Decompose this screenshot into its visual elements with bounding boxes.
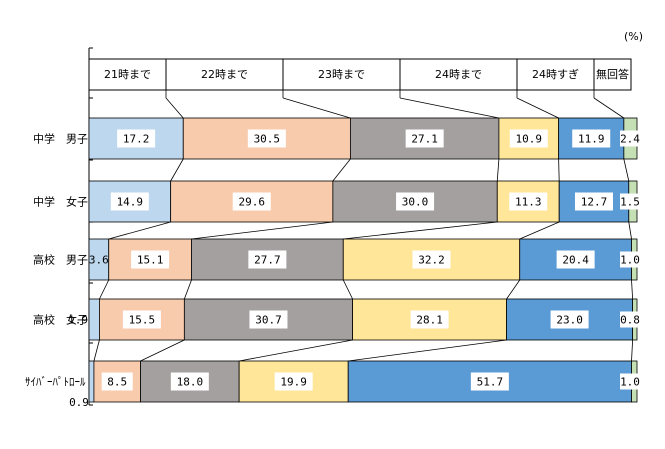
data-label-bg — [248, 250, 287, 269]
data-label-bg — [247, 129, 286, 148]
data-label-bg — [117, 129, 156, 148]
data-label-bg — [170, 372, 209, 391]
data-label-r4-c4: 28.1 — [416, 314, 443, 327]
data-label-bg — [574, 192, 613, 211]
connector-line — [623, 158, 630, 182]
data-label-bg — [412, 250, 451, 269]
bar-segment-r2-c5 — [558, 180, 630, 223]
connector-line — [140, 339, 185, 362]
data-label-bg — [620, 251, 640, 268]
connector-line — [191, 221, 333, 240]
data-label-r5-c5: 51.7 — [477, 376, 504, 389]
data-label-r5-c3: 18.0 — [177, 376, 204, 389]
connector-line — [593, 97, 625, 119]
data-label-bg — [620, 373, 640, 390]
data-label-bg — [101, 372, 133, 391]
data-label-r3-c2: 15.1 — [137, 254, 164, 267]
connector-line — [519, 221, 560, 240]
data-label-bg — [131, 250, 170, 269]
data-label-r2-c5: 12.7 — [581, 196, 608, 209]
connector-line — [108, 221, 171, 240]
connector-line — [506, 279, 521, 300]
data-label-r1-c5: 11.9 — [578, 133, 605, 146]
connector-line — [631, 279, 634, 300]
data-label-bg — [509, 192, 548, 211]
data-label-r1-c4: 10.9 — [516, 133, 543, 146]
data-label-bg — [470, 372, 509, 391]
data-label-bg — [572, 129, 611, 148]
data-label-bg — [274, 372, 313, 391]
connector-line — [348, 339, 507, 362]
data-label-r1-c2: 30.5 — [254, 133, 281, 146]
row-label-1: 中学 男子 — [33, 132, 88, 146]
row-label-4: 高校 女子 — [33, 313, 88, 327]
data-label-bg — [410, 310, 449, 329]
connector-line — [628, 221, 632, 240]
row-label-3: 高校 男子 — [33, 253, 88, 267]
data-label-r2-c6: 1.5 — [620, 196, 640, 209]
legend-box — [88, 58, 632, 91]
legend-label-4: 24時まで — [435, 68, 482, 81]
data-label-r4-c1: 1.9 — [68, 314, 88, 327]
data-label-r3-c5: 20.4 — [562, 254, 589, 267]
data-label-r4-c5: 23.0 — [556, 314, 583, 327]
data-label-r1-c1: 17.2 — [123, 133, 150, 146]
data-label-r2-c1: 14.9 — [117, 196, 144, 209]
data-label-r3-c4: 32.2 — [418, 254, 445, 267]
connector-line — [282, 97, 351, 119]
connector-line — [239, 339, 353, 362]
data-label-r3-c6: 1.0 — [620, 254, 640, 267]
data-label-bg — [249, 310, 288, 329]
data-label-r2-c3: 30.0 — [402, 196, 429, 209]
data-label-bg — [620, 130, 640, 147]
connector-line — [93, 339, 100, 362]
data-label-r1-c3: 27.1 — [411, 133, 438, 146]
legend-label-3: 23時まで — [318, 68, 365, 81]
data-label-r5-c4: 19.9 — [280, 376, 307, 389]
data-label-r2-c2: 29.6 — [239, 196, 266, 209]
connector-line — [170, 158, 184, 182]
connector-line — [99, 279, 110, 300]
data-label-bg — [509, 129, 548, 148]
connector-line — [558, 158, 560, 182]
connector-line — [165, 97, 184, 119]
connector-line — [516, 97, 559, 119]
legend-label-5: 24時すぎ — [532, 67, 579, 81]
legend-label-6: 無回答 — [596, 67, 629, 81]
data-label-bg — [110, 192, 149, 211]
data-label-r3-c1: 3.6 — [89, 254, 109, 267]
data-label-r2-c4: 11.3 — [515, 196, 542, 209]
connector-line — [342, 279, 353, 300]
data-label-bg — [396, 192, 435, 211]
connector-line — [496, 158, 500, 182]
data-label-r1-c6: 2.4 — [620, 133, 640, 146]
data-label-r4-c2: 15.5 — [129, 314, 156, 327]
data-label-bg — [550, 310, 589, 329]
data-label-bg — [620, 311, 640, 328]
connector-line — [332, 158, 351, 182]
connector-line — [399, 97, 499, 119]
row-label-5: ｻｲﾊﾞｰﾊﾟﾄﾛｰﾙ — [25, 376, 86, 389]
data-label-r5-c6: 1.0 — [620, 376, 640, 389]
connector-line — [183, 279, 192, 300]
data-label-r5-c2: 8.5 — [107, 376, 127, 389]
data-label-bg — [122, 310, 161, 329]
data-label-r4-c6: 0.8 — [620, 314, 640, 327]
bar-segment-r4-c1 — [88, 298, 100, 341]
data-label-r5-c1: 0.9 — [69, 396, 89, 409]
unit-label: (%) — [624, 30, 643, 43]
legend-label-1: 21時まで — [104, 68, 151, 81]
connector-line — [343, 221, 498, 240]
connector-line — [631, 339, 634, 362]
data-label-bg — [620, 193, 640, 210]
data-label-r4-c3: 30.7 — [255, 314, 282, 327]
data-label-r3-c3: 27.7 — [254, 254, 281, 267]
row-label-2: 中学 女子 — [33, 195, 88, 209]
data-label-bg — [232, 192, 271, 211]
legend-label-2: 22時まで — [201, 68, 248, 81]
data-label-bg — [405, 129, 444, 148]
data-label-bg — [556, 250, 595, 269]
bar-segment-r5-c1 — [88, 360, 95, 403]
